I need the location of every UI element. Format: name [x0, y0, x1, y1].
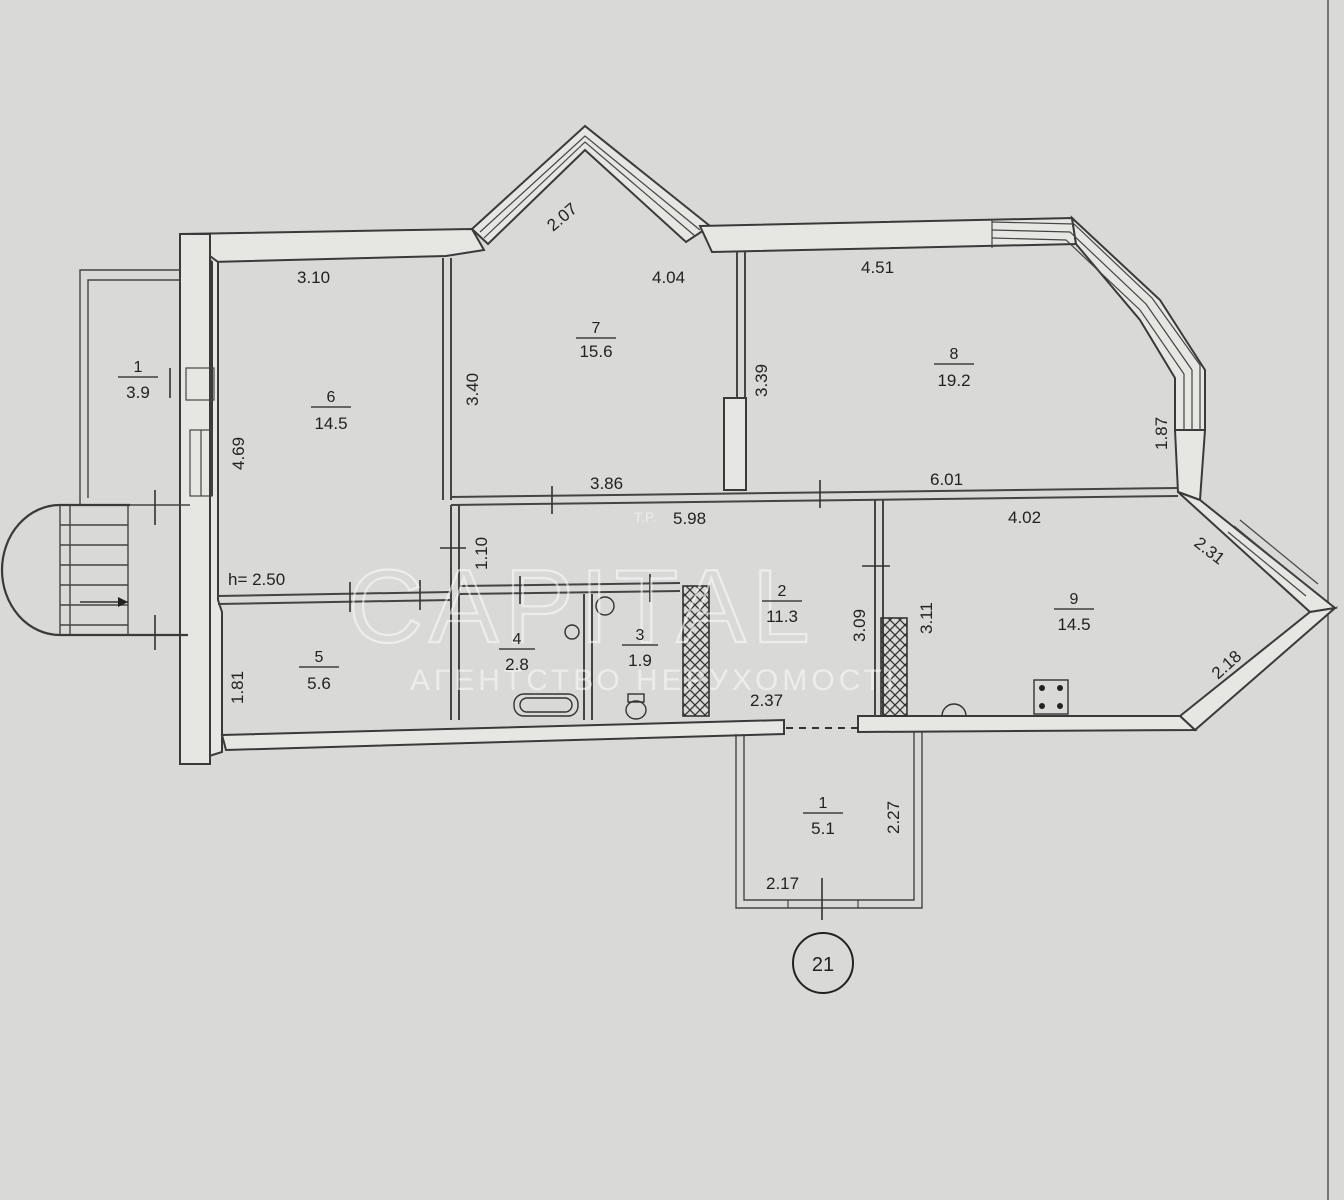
svg-text:5.1: 5.1 [811, 819, 835, 838]
room-9-window [1227, 519, 1319, 597]
partitions [217, 252, 1179, 729]
unit-number-marker: 21 [792, 932, 854, 994]
svg-text:7: 7 [592, 320, 601, 337]
svg-text:5.6: 5.6 [307, 674, 331, 693]
dim-6-01: 6.01 [930, 470, 963, 489]
dim-3-39: 3.39 [752, 364, 771, 397]
bathtub-icon [513, 693, 579, 717]
dim-3-09: 3.09 [850, 609, 869, 642]
room-label-2: 2 11.3 [762, 583, 802, 626]
svg-text:14.5: 14.5 [1057, 615, 1090, 634]
svg-text:3.9: 3.9 [126, 383, 150, 402]
dim-2-27: 2.27 [884, 801, 903, 834]
room-label-balcony-left: 1 3.9 [118, 359, 158, 402]
outer-walls [179, 124, 1339, 765]
svg-text:2: 2 [778, 583, 787, 600]
dim-3-40: 3.40 [463, 373, 482, 406]
balcony-left-outline [0, 269, 215, 650]
room-label-9: 9 14.5 [1054, 591, 1094, 634]
unit-number: 21 [812, 954, 834, 976]
dim-2-17: 2.17 [766, 874, 799, 893]
svg-text:14.5: 14.5 [314, 414, 347, 433]
svg-text:9: 9 [1070, 591, 1079, 608]
svg-text:1: 1 [819, 795, 828, 812]
dim-3-11: 3.11 [917, 602, 936, 634]
svg-text:3: 3 [636, 627, 645, 644]
room-label-7: 7 15.6 [576, 320, 616, 361]
dim-4-04: 4.04 [652, 268, 685, 287]
room-label-3: 3 1.9 [622, 627, 658, 670]
dim-2-07: 2.07 [543, 199, 581, 235]
room-label-5: 5 5.6 [299, 649, 339, 693]
kitchen-sink-icon [941, 703, 967, 717]
watermark-tagline: АГЕНТСТВО НЕРУХОМОСТІ [410, 664, 898, 697]
dim-4-51: 4.51 [861, 258, 894, 277]
dim-5-98: 5.98 [673, 509, 706, 528]
watermark-tp: T.P. [634, 509, 656, 525]
dim-3-86: 3.86 [590, 474, 623, 493]
dim-4-69: 4.69 [229, 437, 248, 470]
washbasin-icon [595, 596, 615, 616]
bay-window-right-glazing [991, 220, 1201, 430]
svg-text:6: 6 [327, 389, 336, 406]
dim-4-02: 4.02 [1008, 508, 1041, 527]
room-label-6: 6 14.5 [311, 389, 351, 433]
balcony-bottom-outline [735, 732, 923, 920]
watermark: T.P. CAPITAL АГЕНТСТВО НЕРУХОМОСТІ [347, 509, 898, 697]
svg-text:1: 1 [134, 359, 143, 376]
room-label-8: 8 19.2 [934, 346, 974, 390]
toilet-icon [625, 693, 647, 720]
stairs [60, 505, 129, 635]
vent-shaft-left [682, 585, 710, 717]
room-label-balcony-bottom: 1 5.1 [803, 795, 843, 838]
fixtures [513, 596, 1069, 720]
svg-text:5: 5 [315, 649, 324, 666]
svg-text:2.8: 2.8 [505, 655, 529, 674]
room-label-4: 4 2.8 [499, 631, 535, 674]
bay-window-top-glazing [479, 135, 701, 239]
dim-h-2-50: h= 2.50 [228, 570, 285, 589]
sink-icon [564, 624, 580, 640]
dim-3-10: 3.10 [297, 268, 330, 287]
vent-shaft-right [880, 617, 908, 717]
svg-text:11.3: 11.3 [766, 607, 798, 626]
dim-2-37: 2.37 [750, 691, 783, 710]
svg-text:19.2: 19.2 [937, 371, 970, 390]
svg-text:4: 4 [513, 631, 522, 648]
stove-icon [1033, 679, 1069, 715]
svg-text:15.6: 15.6 [579, 342, 612, 361]
dim-2-31: 2.31 [1191, 533, 1229, 568]
dim-1-87: 1.87 [1152, 417, 1171, 450]
watermark-brand: CAPITAL [348, 549, 816, 665]
svg-text:8: 8 [950, 346, 959, 363]
svg-text:1.9: 1.9 [628, 651, 652, 670]
dim-1-10: 1.10 [472, 537, 491, 570]
dim-1-81: 1.81 [228, 671, 247, 704]
room-labels: 1 3.9 6 14.5 7 15.6 8 19.2 2 11.3 9 14.5 [118, 320, 1094, 838]
